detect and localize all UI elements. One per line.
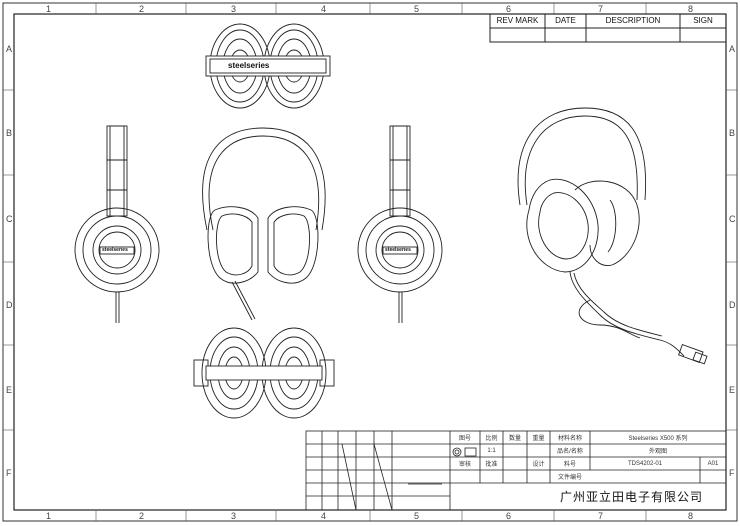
tb-material-label: 材料名称 <box>557 436 582 442</box>
revision-table-header: REV MARK DATE DESCRIPTION SIGN <box>490 14 726 28</box>
headphone-right-side-view <box>357 125 443 323</box>
column-label: 7 <box>598 511 604 521</box>
column-label: 1 <box>46 4 52 14</box>
headphone-bottom-view <box>193 327 335 419</box>
tb-weight-label: 重量 <box>532 436 545 442</box>
row-label: D <box>729 300 736 310</box>
column-label: 4 <box>321 4 327 14</box>
tb-revision: A01 <box>707 460 719 467</box>
row-label: B <box>729 128 736 138</box>
headphone-top-view <box>205 23 331 109</box>
column-label: 5 <box>414 4 420 14</box>
headphone-front-view <box>202 127 326 321</box>
tb-scale-value: 1:1 <box>487 447 496 454</box>
tb-drawing-label: 图号 <box>458 436 471 442</box>
row-label: C <box>729 214 736 224</box>
tb-quantity-label: 数量 <box>508 436 521 442</box>
column-label: 1 <box>46 511 52 521</box>
row-label: F <box>6 468 12 478</box>
projection-symbol-icon <box>452 447 477 457</box>
date-header: DATE <box>555 16 576 25</box>
column-label: 8 <box>688 511 694 521</box>
revision-table-lines <box>489 13 727 43</box>
row-label: A <box>6 44 13 54</box>
tb-part-number: TDS4202-01 <box>627 460 663 467</box>
tb-check-label: 审核 <box>458 462 471 468</box>
column-label: 2 <box>139 4 145 14</box>
tb-file-label: 文件编号 <box>557 475 582 481</box>
brand-label-right: steelseries <box>385 247 411 253</box>
column-label: 2 <box>139 511 145 521</box>
column-label: 3 <box>231 511 237 521</box>
rev-mark-header: REV MARK <box>496 16 539 25</box>
row-label: C <box>6 214 13 224</box>
brand-label-top: steelseries <box>228 61 270 70</box>
column-label: 7 <box>598 4 604 14</box>
headphone-isometric-view <box>517 107 708 365</box>
brand-label-left: steelseries <box>102 247 128 253</box>
company-name: 广州亚立田电子有限公司 <box>560 490 704 504</box>
headphone-left-side-view <box>74 125 160 323</box>
column-label: 4 <box>321 511 327 521</box>
tb-part-name-label: 品名/名称 <box>557 449 583 455</box>
tb-title-top: Steelseries X500 系列 <box>628 436 688 442</box>
tb-scale-label: 比例 <box>485 436 498 442</box>
sign-header: SIGN <box>693 16 713 25</box>
title-block-lines <box>305 430 727 511</box>
title-block: 图号 比例 数量 重量 材料名称 Steelseries X500 系列 品名/… <box>306 431 726 507</box>
column-label: 5 <box>414 511 420 521</box>
row-label: F <box>729 468 735 478</box>
row-label: E <box>729 385 736 395</box>
column-label: 3 <box>231 4 237 14</box>
column-label: 8 <box>688 4 694 14</box>
row-label: A <box>729 44 736 54</box>
column-label: 6 <box>506 511 512 521</box>
frame-ticks <box>3 3 737 521</box>
tb-approve-label: 批准 <box>485 462 498 468</box>
row-label: E <box>6 385 13 395</box>
column-label: 6 <box>506 4 512 14</box>
tb-design-label: 设计 <box>532 462 545 468</box>
tb-title-sub: 外观图 <box>648 449 667 455</box>
row-label: B <box>6 128 13 138</box>
row-label: D <box>6 300 13 310</box>
description-header: DESCRIPTION <box>605 16 661 25</box>
tb-part-number-label: 料号 <box>563 462 576 468</box>
